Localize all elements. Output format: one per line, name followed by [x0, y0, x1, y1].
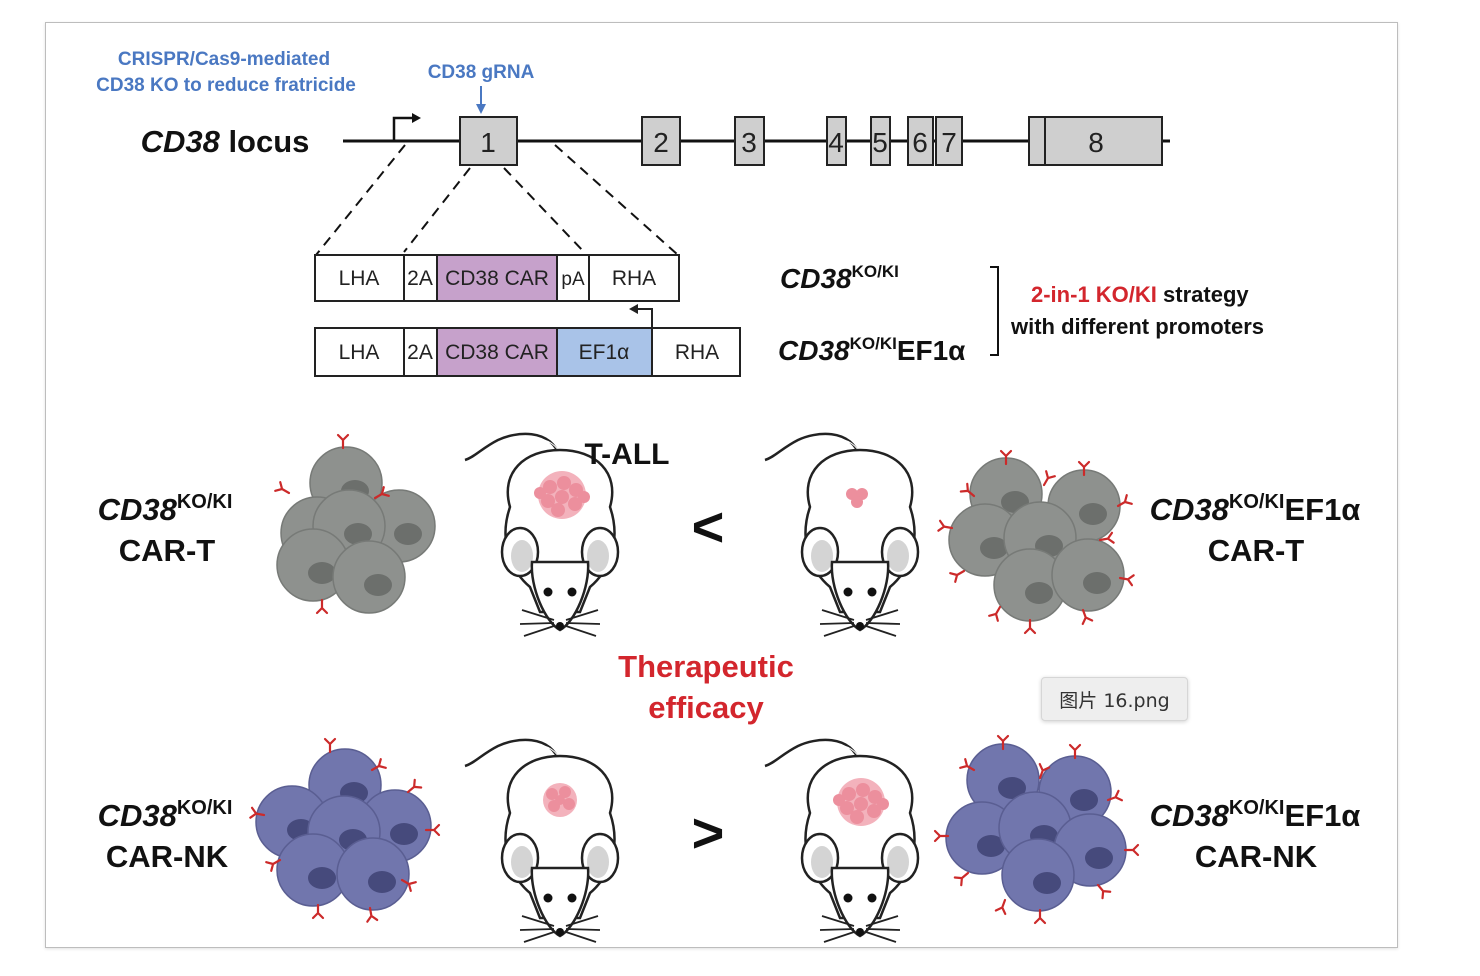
crispr-annotation-line2: CD38 KO to reduce fratricide [96, 75, 356, 96]
svg-text:8: 8 [1088, 127, 1104, 158]
efficacy-line1: Therapeutic [618, 649, 794, 684]
left-carnk-cells [249, 737, 441, 923]
exon-5: 5 [870, 116, 891, 166]
svg-text:6: 6 [912, 127, 928, 158]
right-cart-label: CAR-T [1208, 533, 1304, 568]
left-carnk-genotype: CD38KO/KI [98, 797, 233, 833]
construct-label-1: CD38KO/KI [780, 262, 899, 294]
svg-text:LHA: LHA [339, 341, 380, 364]
mouse-right-top [763, 432, 920, 638]
svg-text:CD38 CAR: CD38 CAR [445, 267, 549, 290]
filename-tooltip: 图片 16.png [1041, 677, 1188, 721]
svg-text:RHA: RHA [612, 267, 656, 290]
svg-text:EF1α: EF1α [579, 341, 630, 364]
exon-4: 4 [826, 116, 847, 166]
left-carnk-label: CAR-NK [106, 839, 229, 874]
comparison-sign-bottom: > [692, 801, 725, 864]
svg-text:2: 2 [653, 127, 669, 158]
svg-text:1: 1 [480, 127, 496, 158]
left-cart-cells [274, 433, 436, 615]
disease-label: T-ALL [585, 438, 670, 471]
svg-text:RHA: RHA [675, 341, 719, 364]
svg-text:3: 3 [741, 127, 757, 158]
strategy-line2: with different promoters [1010, 314, 1264, 339]
construct-row-2: LHA 2A CD38 CAR EF1α RHA [314, 304, 741, 377]
grna-arrow [476, 86, 486, 114]
svg-text:LHA: LHA [339, 267, 380, 290]
construct-label-2: CD38KO/KIEF1α [778, 334, 965, 366]
left-cart-genotype: CD38KO/KI [98, 491, 233, 527]
efficacy-line2: efficacy [648, 690, 764, 725]
exon-1: 1 [459, 116, 518, 166]
svg-text:pA: pA [561, 269, 585, 290]
svg-text:7: 7 [941, 127, 957, 158]
right-carnk-genotype: CD38KO/KIEF1α [1150, 797, 1361, 833]
right-cart-genotype: CD38KO/KIEF1α [1150, 491, 1361, 527]
exon-2: 2 [641, 116, 681, 166]
right-carnk-label: CAR-NK [1195, 839, 1318, 874]
mouse-left-bottom [463, 738, 620, 944]
tss-arrow [392, 113, 421, 141]
right-cart-cells [937, 449, 1135, 635]
right-carnk-cells [933, 734, 1140, 925]
strategy-bracket [990, 266, 999, 356]
svg-text:CD38 CAR: CD38 CAR [445, 341, 549, 364]
left-cart-label: CAR-T [119, 533, 215, 568]
locus-title: CD38 locus [141, 124, 310, 159]
mouse-right-bottom [763, 738, 920, 944]
svg-text:5: 5 [872, 127, 888, 158]
strategy-line1: 2-in-1 KO/KI strategy [1031, 282, 1249, 307]
exon-6: 6 [907, 116, 934, 166]
grna-label: CD38 gRNA [428, 62, 535, 83]
construct-row-1: LHA 2A CD38 CAR pA RHA [314, 254, 680, 302]
exon-8: 8 [1028, 116, 1163, 166]
comparison-sign-top: < [692, 495, 725, 558]
zoom-lines [315, 144, 679, 256]
svg-text:2A: 2A [407, 267, 433, 290]
crispr-annotation-line1: CRISPR/Cas9-mediated [118, 49, 330, 70]
exon-3: 3 [734, 116, 765, 166]
exon-7: 7 [935, 116, 963, 166]
svg-text:2A: 2A [407, 341, 433, 364]
svg-text:4: 4 [828, 127, 844, 158]
